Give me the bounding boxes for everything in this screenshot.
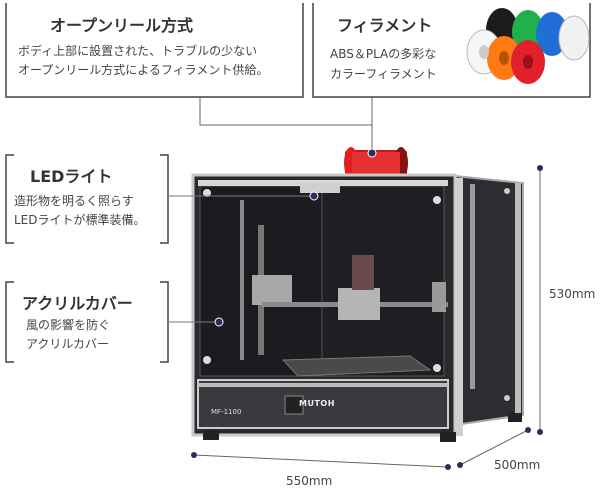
acrylic-desc-line1: 風の影響を防ぐ	[26, 318, 111, 332]
dimension-lines	[191, 165, 543, 470]
led-title: LEDライト	[30, 167, 113, 186]
filament-desc-line1: ABS＆PLAの多彩な	[330, 47, 437, 61]
led-desc-line1: 造形物を明るく照らす	[14, 194, 134, 208]
filament-title: フィラメント	[337, 16, 433, 35]
printer-body	[191, 173, 524, 442]
open-reel-leader-line	[199, 97, 372, 126]
filament-callout-frame	[312, 3, 591, 98]
open-reel-desc-line2: オープンリール方式によるフィラメント供給。	[18, 63, 269, 77]
acrylic-callout-bracket-left	[5, 281, 14, 363]
open-reel-title: オープンリール方式	[50, 16, 194, 35]
acrylic-title: アクリルカバー	[22, 294, 133, 313]
printer-brand-label: MUTOH	[299, 399, 335, 408]
width-dimension-label: 550mm	[286, 474, 333, 488]
acrylic-desc-line2: アクリルカバー	[26, 337, 110, 351]
open-reel-desc-line1: ボディ上部に設置された、トラブルの少ない	[18, 44, 258, 58]
depth-dimension-label: 500mm	[494, 458, 541, 472]
led-callout-bracket-right	[160, 154, 169, 244]
led-leader-dot	[309, 191, 319, 201]
top-filament-reel	[344, 147, 408, 180]
height-dimension-label: 530mm	[549, 287, 596, 301]
printer-model-label: MF-1100	[211, 408, 242, 416]
open-reel-callout-frame	[5, 3, 304, 98]
acrylic-leader-dot	[214, 317, 224, 327]
led-callout-bracket-left	[5, 154, 14, 244]
filament-leader-dot	[367, 148, 377, 158]
led-desc-line2: LEDライトが標準装備。	[14, 213, 146, 227]
acrylic-callout-bracket-right	[160, 281, 169, 363]
filament-desc-line2: カラーフィラメント	[330, 67, 437, 81]
filament-spools	[466, 8, 590, 84]
